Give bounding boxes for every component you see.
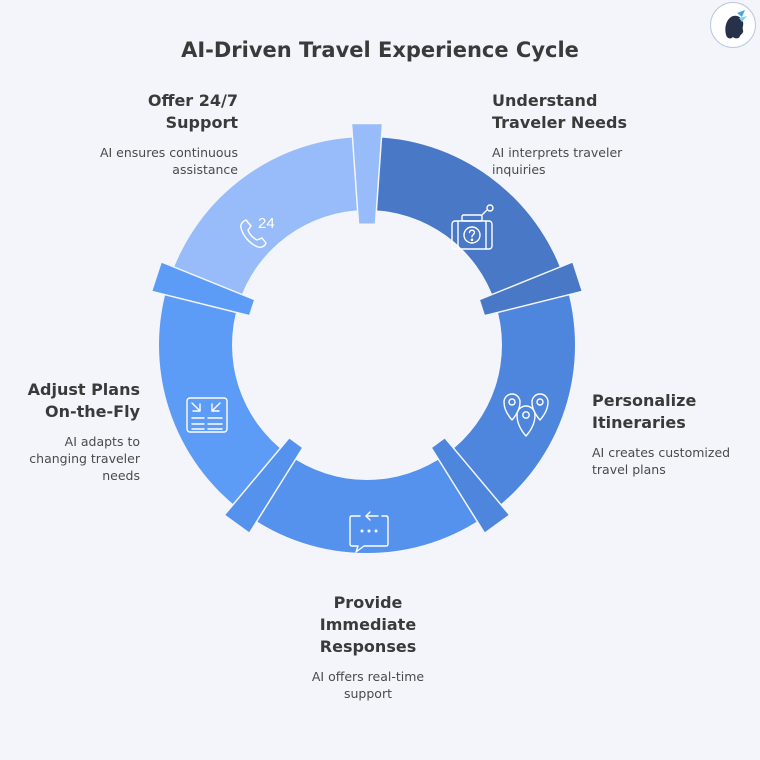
- step-respond-desc: AI offers real-time support: [311, 669, 425, 701]
- step-understand-desc: AI interprets traveler inquiries: [492, 145, 623, 177]
- step-respond-title: Provide Immediate Responses: [319, 593, 417, 656]
- step-adjust-desc: AI adapts to changing traveler needs: [29, 434, 140, 483]
- adjust-list-icon: [186, 397, 228, 433]
- step-respond: Provide Immediate Responses AI offers re…: [268, 592, 468, 702]
- step-personalize-desc: AI creates customized travel plans: [592, 445, 731, 477]
- step-adjust: Adjust Plans On-the-Fly AI adapts to cha…: [8, 379, 140, 484]
- location-pins-icon: [503, 393, 549, 437]
- chat-bubble-icon: [349, 511, 389, 553]
- phone-24-icon: 24: [240, 215, 275, 248]
- avatar-icon: [725, 10, 747, 39]
- step-understand: Understand Traveler Needs AI interprets …: [492, 90, 702, 178]
- step-support-desc: AI ensures continuous assistance: [99, 145, 238, 177]
- segment-personalize: [446, 280, 575, 514]
- cycle-ring: [150, 122, 584, 553]
- segment-separator: [223, 436, 304, 535]
- segment-separator: [150, 260, 256, 317]
- segment-separator: [430, 436, 511, 535]
- segment-support: [169, 137, 367, 304]
- step-support: Offer 24/7 Support AI ensures continuous…: [38, 90, 238, 178]
- segment-separator: [478, 260, 584, 317]
- avatar[interactable]: [710, 2, 756, 48]
- svg-text:24: 24: [258, 215, 275, 232]
- step-support-title: Offer 24/7 Support: [147, 91, 238, 132]
- step-personalize-title: Personalize Itineraries: [592, 391, 697, 432]
- segment-understand: [367, 137, 565, 304]
- step-adjust-title: Adjust Plans On-the-Fly: [27, 380, 140, 421]
- step-personalize: Personalize Itineraries AI creates custo…: [592, 390, 757, 478]
- segment-separator: [350, 122, 384, 226]
- icons-layer: 24: [186, 204, 549, 553]
- diagram-title: AI-Driven Travel Experience Cycle: [181, 38, 579, 62]
- segment-respond: [244, 454, 490, 553]
- step-understand-title: Understand Traveler Needs: [492, 91, 627, 132]
- segment-adjust: [158, 280, 288, 514]
- camera-question-icon: [451, 204, 494, 250]
